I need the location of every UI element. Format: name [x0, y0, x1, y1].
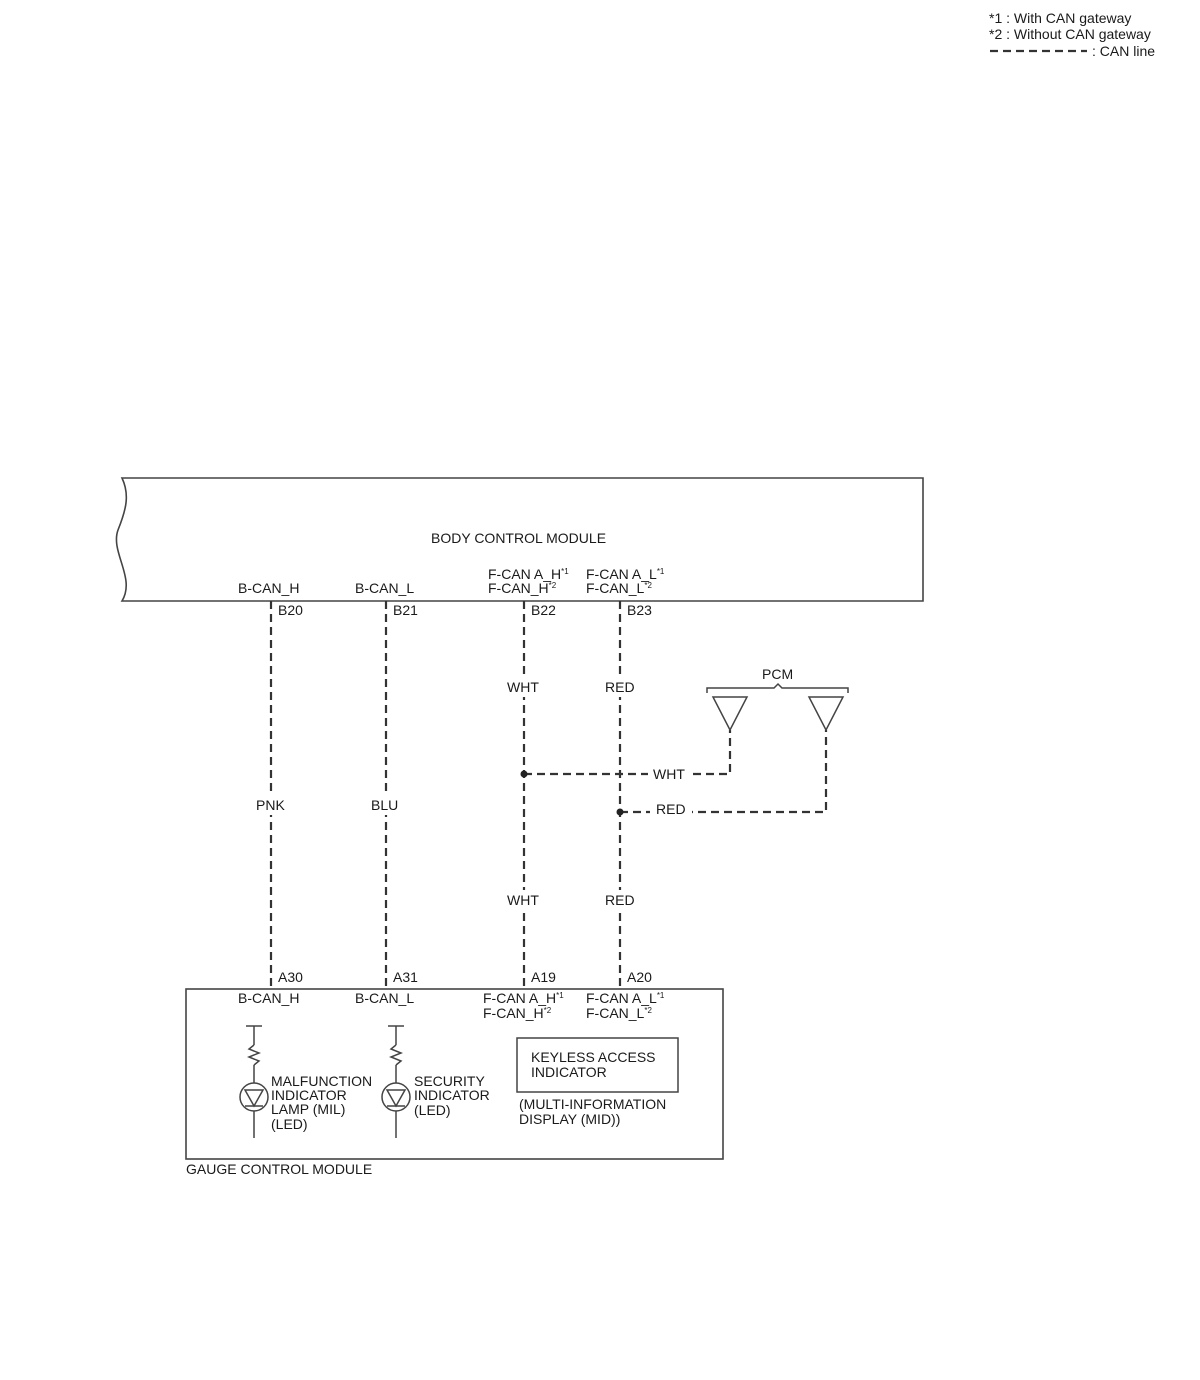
gcm-pin-a19: A19: [531, 969, 556, 985]
bcm-outline: [115, 477, 924, 602]
wire-label-red-top: RED: [605, 679, 635, 695]
bcm-pin-b21: B21: [393, 602, 418, 618]
pcm-connector-wht: [711, 696, 749, 732]
gcm-title: GAUGE CONTROL MODULE: [186, 1161, 372, 1177]
mil-label-line-3: LAMP (MIL): [271, 1101, 345, 1117]
bcm-pin-label-fcan-h: F-CAN_H*2: [488, 580, 557, 596]
gcm-pin-label-bcan-h: B-CAN_H: [238, 990, 299, 1006]
bcm-pin-b23: B23: [627, 602, 652, 618]
legend-note-2: *2 : Without CAN gateway: [989, 26, 1151, 42]
wire-label-blu: BLU: [371, 797, 398, 813]
security-label-line-2: INDICATOR: [414, 1087, 490, 1103]
gcm-pin-a20: A20: [627, 969, 652, 985]
pcm-connector-red: [807, 696, 845, 732]
wire-label-pnk: PNK: [256, 797, 285, 813]
mil-label-line-2: INDICATOR: [271, 1087, 347, 1103]
gcm-pin-label-bcan-l: B-CAN_L: [355, 990, 414, 1006]
gcm-pin-a30: A30: [278, 969, 303, 985]
keyless-label-line-2: INDICATOR: [531, 1064, 607, 1080]
wire-label-red-pcm: RED: [656, 801, 686, 817]
gcm-pin-label-fcan-h: F-CAN_H*2: [483, 1005, 552, 1021]
wire-label-wht-pcm: WHT: [653, 766, 685, 782]
bcm-pin-label-bcan-h: B-CAN_H: [238, 580, 299, 596]
legend-note-1: *1 : With CAN gateway: [989, 10, 1131, 26]
gcm-pin-label-fcan-a-l: F-CAN A_L*1: [586, 990, 665, 1006]
bcm-title: BODY CONTROL MODULE: [431, 530, 606, 546]
wire-label-wht-bottom: WHT: [507, 892, 539, 908]
bcm-pin-label-fcan-l: F-CAN_L*2: [586, 580, 652, 596]
legend-can-line-label: : CAN line: [1092, 43, 1155, 59]
pcm-label: PCM: [762, 666, 793, 682]
splice-point-wht: [520, 770, 528, 778]
bcm-pin-b22: B22: [531, 602, 556, 618]
gcm-pin-label-fcan-a-h: F-CAN A_H*1: [483, 990, 564, 1006]
pcm: PCM: [706, 666, 849, 732]
mil-label-line-1: MALFUNCTION: [271, 1073, 372, 1089]
mil-label-line-4: (LED): [271, 1116, 308, 1132]
gcm-outline: [185, 988, 724, 1160]
bcm-pin-label-bcan-l: B-CAN_L: [355, 580, 414, 596]
pcm-branch: WHT RED: [520, 730, 828, 822]
mil-led-icon: [239, 1025, 269, 1138]
wire-label-wht-top: WHT: [507, 679, 539, 695]
gcm-pin-a31: A31: [393, 969, 418, 985]
body-control-module: BODY CONTROL MODULE B-CAN_H B-CAN_L F-CA…: [115, 477, 924, 618]
gauge-control-module: A30 A31 A19 A20 B-CAN_H B-CAN_L F-CAN A_…: [185, 969, 724, 1160]
security-label-line-1: SECURITY: [414, 1073, 485, 1089]
keyless-access-indicator-box: [516, 1037, 679, 1093]
legend: *1 : With CAN gateway *2 : Without CAN g…: [989, 10, 1155, 59]
security-label-line-3: (LED): [414, 1102, 451, 1118]
mid-label-line-2: DISPLAY (MID)): [519, 1111, 620, 1127]
wire-wht-to-pcm: [524, 730, 732, 776]
bcm-pin-label-fcan-a-l: F-CAN A_L*1: [586, 566, 665, 582]
splice-point-red: [616, 808, 624, 816]
wire-label-red-bottom: RED: [605, 892, 635, 908]
security-led-icon: [381, 1025, 411, 1138]
bcm-pin-b20: B20: [278, 602, 303, 618]
keyless-label-line-1: KEYLESS ACCESS: [531, 1049, 656, 1065]
mid-label-line-1: (MULTI-INFORMATION: [519, 1096, 666, 1112]
pcm-bracket: [706, 682, 849, 693]
gcm-pin-label-fcan-l: F-CAN_L*2: [586, 1005, 652, 1021]
bcm-pin-label-fcan-a-h: F-CAN A_H*1: [488, 566, 569, 582]
